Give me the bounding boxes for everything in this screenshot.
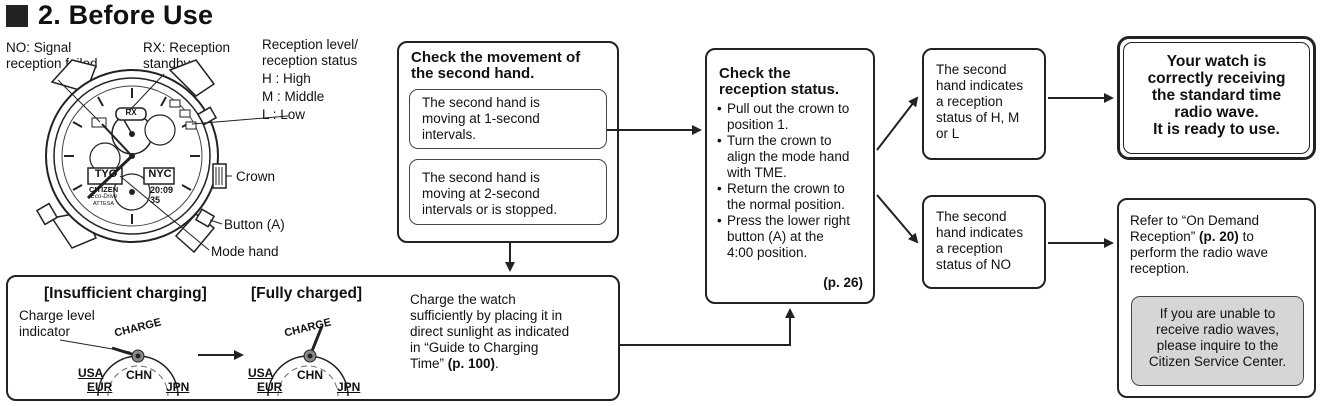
dial-tyo: TYO	[94, 168, 118, 180]
charging-text-end: .	[495, 356, 499, 371]
on-demand-pre: Refer to “On Demand Reception”	[1130, 213, 1260, 244]
option-2-second: The second hand is moving at 2-second in…	[409, 159, 607, 225]
gauge1-chn: CHN	[126, 368, 152, 382]
arrow-reception-to-hml	[876, 96, 919, 151]
reception-heading: Check the reception status.	[719, 65, 840, 98]
reception-status-box: Check the reception status. Pull out the…	[705, 48, 875, 304]
charging-text: Charge the watch sufficiently by placing…	[410, 292, 570, 371]
on-demand-ref: (p. 20)	[1199, 229, 1239, 244]
ready-inner	[1123, 42, 1310, 154]
title-square-icon	[6, 4, 28, 27]
option-1-second: The second hand is moving at 1-second in…	[409, 89, 607, 149]
dial-rx: RX	[125, 108, 137, 117]
result-hml-text: The second hand indicates a reception st…	[936, 62, 1024, 141]
dial-time2: 35	[150, 195, 161, 205]
label-charge-indicator: Charge level indicator	[19, 308, 95, 339]
reception-step: Return the crown to the normal position.	[717, 181, 867, 213]
label-mode-hand: Mode hand	[211, 244, 279, 259]
page-title: 2. Before Use	[6, 0, 213, 31]
dial-sub2: ATTESA	[93, 201, 114, 207]
gauge2-chn: CHN	[297, 368, 323, 382]
label-crown: Crown	[236, 169, 276, 184]
label-middle: M : Middle	[262, 89, 325, 104]
label-insufficient: [Insufficient charging]	[44, 285, 207, 302]
label-no: NO: Signal reception failed	[6, 40, 98, 71]
gauge1-eur: EUR	[87, 380, 113, 394]
page-title-text: 2. Before Use	[38, 0, 214, 30]
gauge1-jpn: JPN	[166, 380, 190, 394]
reception-step: Pull out the crown to position 1.	[717, 101, 867, 133]
reception-step: Press the lower right button (A) at the …	[717, 213, 867, 261]
on-demand-text: Refer to “On Demand Reception” (p. 20) t…	[1130, 213, 1268, 277]
on-demand-box: Refer to “On Demand Reception” (p. 20) t…	[1117, 198, 1316, 398]
ready-box: Your watch is correctly receiving the st…	[1117, 36, 1316, 160]
label-fully-charged: [Fully charged]	[251, 285, 363, 302]
label-level-title: Reception level/ reception status	[262, 37, 359, 68]
dial-nyc: NYC	[148, 168, 172, 180]
reception-step: Turn the crown to align the mode hand wi…	[717, 133, 867, 181]
result-no-text: The second hand indicates a reception st…	[936, 209, 1024, 272]
check-movement-box: Check the movement of the second hand. T…	[397, 41, 619, 243]
dial-time1: 20:09	[150, 185, 174, 195]
label-low: L : Low	[262, 107, 306, 122]
label-high: H : High	[262, 71, 311, 86]
gauge2-jpn: JPN	[337, 380, 361, 394]
gauge2-usa: USA	[248, 366, 274, 380]
result-no-box: The second hand indicates a reception st…	[922, 195, 1046, 289]
gauge1-usa: USA	[78, 366, 104, 380]
arrow-reception-to-no	[876, 194, 919, 244]
check-movement-heading: Check the movement of the second hand.	[411, 49, 581, 82]
charging-instructions: Charge the watch sufficiently by placing…	[410, 292, 569, 372]
arrow-charging-to-reception	[620, 308, 795, 346]
result-hml-box: The second hand indicates a reception st…	[922, 48, 1046, 160]
reception-steps: Pull out the crown to position 1. Turn t…	[717, 101, 867, 261]
label-rx: RX: Reception standby	[143, 40, 231, 71]
on-demand-post: to perform the radio wave reception.	[1130, 229, 1269, 276]
ready-text: Your watch is correctly receiving the st…	[1147, 53, 1286, 138]
gauge2-eur: EUR	[257, 380, 283, 394]
dial-brand: CITIZEN	[89, 185, 119, 194]
label-button-a: Button (A)	[224, 217, 285, 232]
dial-sub1: Eco-Drive	[91, 194, 118, 200]
service-center-note: If you are unable to receive radio waves…	[1131, 296, 1304, 386]
charging-ref: (p. 100)	[447, 356, 496, 371]
reception-ref: (p. 26)	[823, 275, 863, 290]
